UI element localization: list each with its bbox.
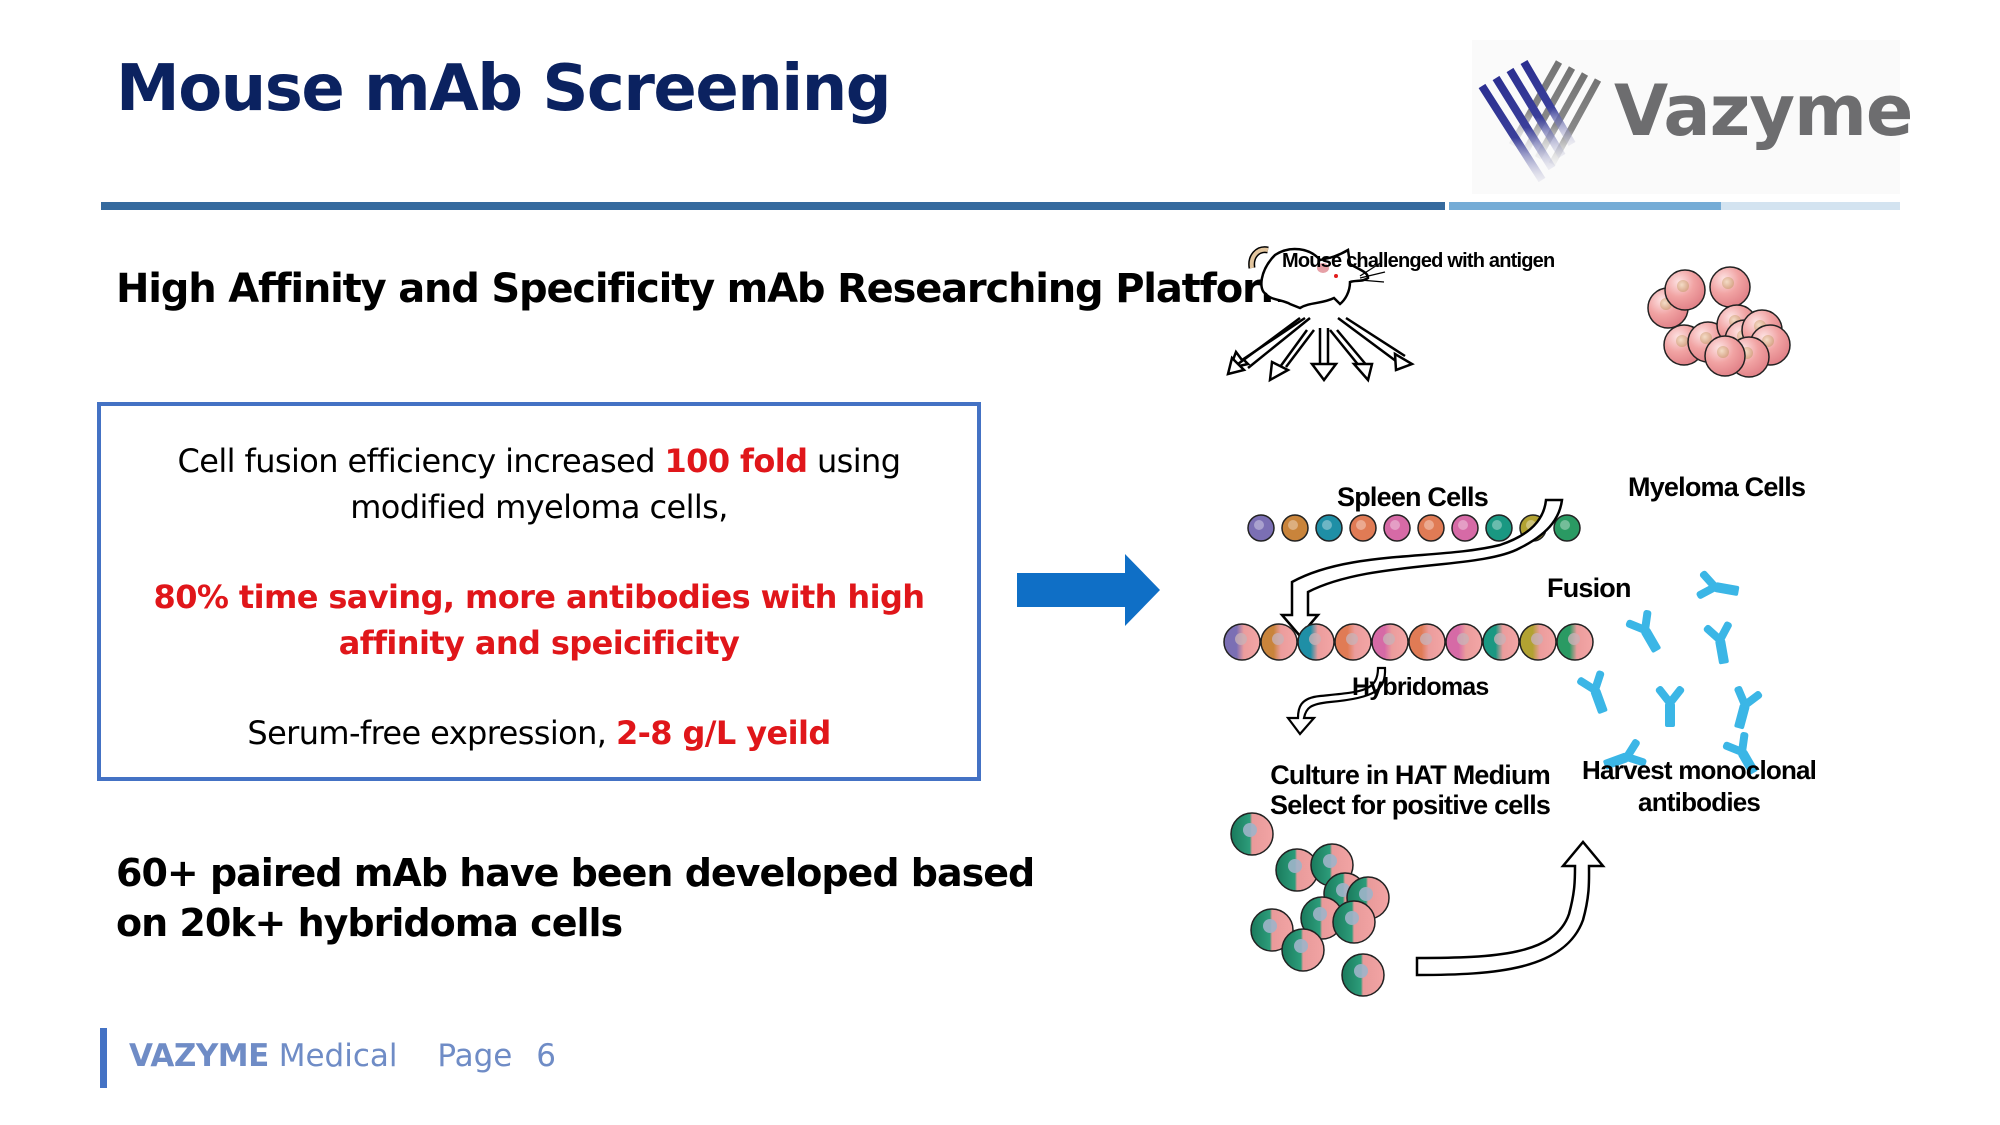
selected-hybridoma-nucleus (1294, 939, 1308, 953)
antibody-icon (1696, 570, 1740, 599)
hybridoma-cell-nucleus (1420, 633, 1432, 645)
spleen-cell (1281, 514, 1309, 542)
hybridoma-cell-nucleus (1457, 633, 1469, 645)
footer-accent-bar (100, 1028, 107, 1088)
culture-label: Culture in HAT Medium Select for positiv… (1270, 760, 1551, 820)
spleen-cell-nucleus (1288, 520, 1298, 530)
culture-arrow-icon (1285, 666, 1387, 736)
footer-page-label: Page (437, 1038, 513, 1074)
hybridoma-diagram: Mouse challenged with antigen Spleen Cel… (1200, 230, 1920, 1010)
harvest-label: Harvest monoclonal antibodies (1582, 754, 1817, 818)
spleen-cell-nucleus (1254, 520, 1264, 530)
box-line-myeloma: modified myeloma cells, (350, 488, 728, 526)
slide-subtitle: High Affinity and Specificity mAb Resear… (116, 266, 1302, 312)
footer-division: Medical (278, 1038, 398, 1074)
selected-hybridoma-nucleus (1336, 883, 1350, 897)
pairs-summary-line-2: on 20k+ hybridoma cells (116, 901, 623, 945)
box-line-fusion: Cell fusion efficiency increased 100 fol… (101, 438, 977, 484)
spleen-cell (1553, 514, 1581, 542)
box-line-time-saving: 80% time saving, more antibodies with hi… (153, 578, 925, 616)
spleen-cell-nucleus (1458, 520, 1468, 530)
spleen-cell-nucleus (1560, 520, 1570, 530)
spleen-cell-nucleus (1390, 520, 1400, 530)
spleen-cell-nucleus (1322, 520, 1332, 530)
hybridoma-label: Hybridomas (1352, 673, 1489, 701)
logo-wordmark: Vazyme (1614, 70, 1913, 152)
spleen-cell (1417, 514, 1445, 542)
selected-hybridoma-nucleus (1359, 887, 1373, 901)
selected-hybridoma-nucleus (1354, 964, 1368, 978)
antibody-icon (1722, 732, 1758, 775)
spleen-cell (1247, 514, 1275, 542)
diagram-canvas (1223, 246, 1791, 997)
antibody-icon (1734, 685, 1763, 730)
myeloma-cell-nucleus (1722, 277, 1734, 289)
antibody-icon (1625, 610, 1661, 653)
hybridoma-cell-nucleus (1346, 633, 1358, 645)
myeloma-label: Myeloma Cells (1628, 472, 1806, 502)
harvest-arrow-icon (1415, 840, 1606, 977)
serum-text: Serum-free expression, (247, 714, 616, 752)
yield-highlight: 2-8 g/L yeild (615, 714, 831, 752)
spleen-cell-nucleus (1424, 520, 1434, 530)
antibody-icon (1603, 739, 1647, 770)
footer-page-number: 6 (536, 1038, 556, 1074)
selected-hybridoma-nucleus (1288, 859, 1302, 873)
fusion-label: Fusion (1547, 573, 1632, 603)
fusion-text: Cell fusion efficiency increased (177, 442, 665, 480)
hybridoma-cell-nucleus (1235, 633, 1247, 645)
spleen-cell (1451, 514, 1479, 542)
selected-hybridoma-nucleus (1263, 919, 1277, 933)
fusion-highlight: 100 fold (664, 442, 809, 480)
myeloma-cell-nucleus (1677, 280, 1689, 292)
antibody-icon (1577, 670, 1608, 714)
selected-hybridoma-nucleus (1345, 911, 1359, 925)
spleen-cell (1383, 514, 1411, 542)
mouse-icon (1248, 246, 1386, 310)
title-rule-light (1721, 202, 1900, 210)
title-rule-mid (1449, 202, 1721, 210)
hybridoma-cell-nucleus (1531, 633, 1543, 645)
pairs-summary-line-1: 60+ paired mAb have been developed based (116, 851, 1035, 895)
antibody-icon (1655, 685, 1685, 727)
box-line-serum-free: Serum-free expression, 2-8 g/L yeild (101, 710, 977, 756)
spleen-cell (1315, 514, 1343, 542)
spleen-cell-nucleus (1356, 520, 1366, 530)
spleen-cell (1349, 514, 1377, 542)
hybridoma-cell-nucleus (1309, 633, 1321, 645)
slide-title: Mouse mAb Screening (116, 52, 892, 126)
spleen-cell (1485, 514, 1513, 542)
culture-label-line-2: Select for positive cells (1270, 790, 1551, 820)
antibody-icon (1703, 621, 1732, 665)
spleen-distribution-arrows-icon (1226, 316, 1415, 383)
vazyme-logo: Vazyme (1472, 40, 1913, 194)
selected-hybridoma-nucleus (1323, 854, 1337, 868)
myeloma-cell-nucleus (1700, 332, 1712, 344)
myeloma-cell-nucleus (1717, 346, 1729, 358)
selected-hybridoma-nucleus (1313, 907, 1327, 921)
title-rule-dark (101, 202, 1445, 210)
fusion-text-end: using (807, 442, 901, 480)
mouse-label: Mouse challenged with antigen (1282, 250, 1555, 272)
spleen-label: Spleen Cells (1337, 482, 1489, 512)
box-line-affinity: affinity and speicificity (338, 624, 740, 662)
hybridoma-cell-nucleus (1494, 633, 1506, 645)
hybridoma-cell-nucleus (1383, 633, 1395, 645)
hybridoma-cell-nucleus (1272, 633, 1284, 645)
spleen-cell-nucleus (1492, 520, 1502, 530)
right-arrow-icon (1017, 554, 1160, 626)
pairs-summary: 60+ paired mAb have been developed based… (116, 848, 1035, 948)
selected-hybridoma-nucleus (1243, 823, 1257, 837)
harvest-label-line-1: Harvest monoclonal (1582, 755, 1817, 785)
footer: VAZYME Medical Page 6 (129, 1038, 556, 1074)
harvest-label-line-2: antibodies (1638, 787, 1761, 817)
fusion-arrow-icon (1279, 498, 1564, 638)
footer-brand: VAZYME (129, 1038, 269, 1074)
highlight-box: Cell fusion efficiency increased 100 fol… (97, 402, 981, 781)
culture-label-line-1: Culture in HAT Medium (1270, 760, 1550, 790)
myeloma-cell-nucleus (1676, 335, 1688, 347)
hybridoma-cell-nucleus (1568, 633, 1580, 645)
vazyme-chevron-logo-icon (1478, 59, 1602, 183)
